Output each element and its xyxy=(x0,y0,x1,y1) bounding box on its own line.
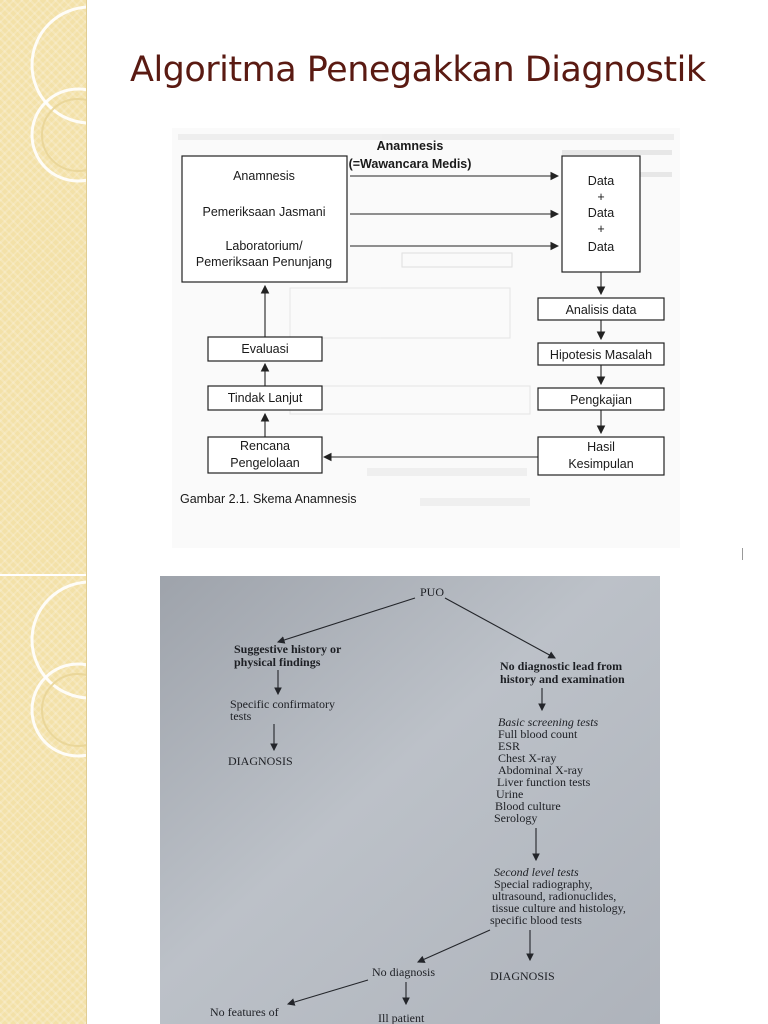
bottom-mid-text: Ill patient xyxy=(378,1011,425,1024)
left-step-line2: tests xyxy=(230,709,252,723)
photo-background xyxy=(160,576,660,1024)
second-test-item: tissue culture and histology, xyxy=(492,901,626,915)
puo-flowchart-photo: PUO Suggestive history or physical findi… xyxy=(160,576,660,1024)
step-hasil: Hasil xyxy=(587,440,615,454)
data-item: Data xyxy=(588,240,614,254)
label-pemeriksaan-penunjang: Pemeriksaan Penunjang xyxy=(196,255,332,269)
label-anamnesis: Anamnesis xyxy=(233,169,295,183)
right-branch-line1: No diagnostic lead from xyxy=(500,659,622,673)
step-kesimpulan: Kesimpulan xyxy=(568,457,633,471)
second-heading: Second level tests xyxy=(494,865,579,879)
step-pengelolaan: Pengelolaan xyxy=(230,456,300,470)
figure-caption: Gambar 2.1. Skema Anamnesis xyxy=(180,492,356,506)
input-box xyxy=(181,155,348,283)
arrow-nodiag-left xyxy=(286,979,369,1006)
left-branch-line2: physical findings xyxy=(234,655,321,669)
right-branch-line2: history and examination xyxy=(500,672,625,686)
header-wawancara-medis: (=Wawancara Medis) xyxy=(349,157,472,171)
basic-test-item: Chest X-ray xyxy=(498,751,556,765)
second-tests-list: Special radiography, ultrasound, radionu… xyxy=(490,877,626,927)
right-diagnosis: DIAGNOSIS xyxy=(490,969,555,983)
left-step-line1: Specific confirmatory xyxy=(230,697,335,711)
second-test-item: specific blood tests xyxy=(490,913,582,927)
basic-heading: Basic screening tests xyxy=(498,715,599,729)
basic-test-item: ESR xyxy=(498,739,520,753)
basic-test-item: Liver function tests xyxy=(497,775,591,789)
step-hipotesis-masalah: Hipotesis Masalah xyxy=(550,348,652,362)
step-box-evaluasi xyxy=(207,336,323,362)
label-laboratorium: Laboratorium/ xyxy=(225,239,303,253)
anamnesis-schema-image: Anamnesis (=Wawancara Medis) Anamnesis P… xyxy=(172,128,680,548)
second-test-item: Special radiography, xyxy=(494,877,593,891)
basic-test-item: Blood culture xyxy=(495,799,561,813)
data-plus: + xyxy=(597,190,604,204)
data-plus: + xyxy=(597,222,604,236)
bottom-left-text: No features of xyxy=(210,1005,279,1019)
basic-tests-list: Full blood count ESR Chest X-ray Abdomin… xyxy=(494,727,591,825)
arrow-second-nodiagnosis xyxy=(416,929,491,963)
left-diagnosis: DIAGNOSIS xyxy=(228,754,293,768)
data-item: Data xyxy=(588,174,614,188)
step-evaluasi: Evaluasi xyxy=(241,342,288,356)
basic-test-item: Abdominal X-ray xyxy=(498,763,583,777)
step-box-hasil xyxy=(537,436,665,476)
step-box-tindak-lanjut xyxy=(207,385,323,411)
slide-title: Algoritma Penegakkan Diagnostik xyxy=(130,50,706,90)
decorative-circles xyxy=(0,5,86,758)
anamnesis-schema-diagram: Anamnesis (=Wawancara Medis) Anamnesis P… xyxy=(178,134,674,506)
scan-artifact xyxy=(742,548,743,560)
puo-root: PUO xyxy=(420,585,444,599)
decorative-sidebar xyxy=(0,0,87,1024)
step-box-rencana xyxy=(207,436,323,474)
header-anamnesis: Anamnesis xyxy=(377,139,444,153)
basic-test-item: Full blood count xyxy=(498,727,578,741)
puo-flowchart-diagram: PUO Suggestive history or physical findi… xyxy=(160,576,660,1024)
step-tindak-lanjut: Tindak Lanjut xyxy=(228,391,303,405)
data-item: Data xyxy=(588,206,614,220)
left-branch-line1: Suggestive history or xyxy=(234,642,342,656)
data-box xyxy=(561,155,641,273)
step-rencana: Rencana xyxy=(240,439,290,453)
basic-test-item: Serology xyxy=(494,811,537,825)
arrow-puo-right xyxy=(444,597,556,659)
basic-test-item: Urine xyxy=(496,787,523,801)
step-analisis-data: Analisis data xyxy=(566,303,637,317)
step-pengkajian: Pengkajian xyxy=(570,393,632,407)
second-test-item: ultrasound, radionuclides, xyxy=(492,889,616,903)
arrow-puo-left xyxy=(276,597,416,644)
no-diagnosis: No diagnosis xyxy=(372,965,435,979)
label-pemeriksaan-jasmani: Pemeriksaan Jasmani xyxy=(203,205,326,219)
